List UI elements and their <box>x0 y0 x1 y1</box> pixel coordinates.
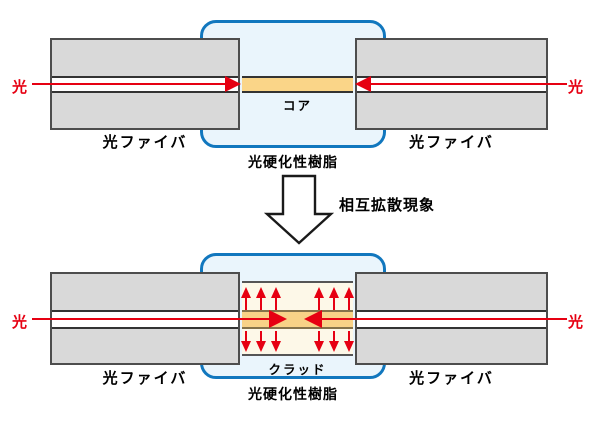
light-ray-right-before <box>371 83 567 85</box>
diffusion-arrow-up-shaft <box>333 296 335 310</box>
light-arrowhead-leftward-icon <box>304 310 322 328</box>
light-label-left-after: 光 <box>12 313 28 331</box>
diffusion-arrow-up-icon <box>329 287 339 298</box>
diffusion-arrow-down-shaft <box>245 331 247 343</box>
diffusion-arrow-up-shaft <box>348 296 350 310</box>
fiber-right-label-after: 光ファイバ <box>409 369 494 387</box>
diffusion-arrow-up-icon <box>314 287 324 298</box>
diffusion-arrow-down-icon <box>271 341 281 352</box>
diffusion-arrow-up-icon <box>241 287 251 298</box>
core-band-before <box>242 76 353 93</box>
light-arrowhead-rightward-icon <box>225 76 241 92</box>
diffusion-arrow-down-shaft <box>275 331 277 343</box>
resin-label-before: 光硬化性樹脂 <box>248 155 338 171</box>
clad-label: クラッド <box>268 362 327 377</box>
light-label-left-before: 光 <box>12 78 28 96</box>
fiber-right-label-before: 光ファイバ <box>409 133 494 151</box>
diffusion-arrow-up-icon <box>256 287 266 298</box>
light-ray-left-before <box>32 83 226 85</box>
diffusion-arrow-down-shaft <box>318 331 320 343</box>
diffusion-arrow-down-icon <box>314 341 324 352</box>
light-label-right-before: 光 <box>568 78 584 96</box>
down-arrow-icon <box>263 174 335 245</box>
core-label: コア <box>282 98 312 113</box>
diffusion-arrow-up-icon <box>271 287 281 298</box>
resin-label-after: 光硬化性樹脂 <box>248 387 338 403</box>
diffusion-arrow-down-icon <box>241 341 251 352</box>
diffusion-arrow-up-shaft <box>318 296 320 310</box>
diffusion-arrow-up-shaft <box>260 296 262 310</box>
transition-label: 相互拡散現象 <box>339 196 436 214</box>
diffusion-arrow-down-icon <box>256 341 266 352</box>
diffusion-arrow-down-icon <box>329 341 339 352</box>
diffusion-arrow-down-shaft <box>333 331 335 343</box>
fiber-left-label-after: 光ファイバ <box>102 369 188 387</box>
light-ray-left-after <box>32 318 270 320</box>
light-label-right-after: 光 <box>568 313 584 331</box>
diffusion-arrow-up-shaft <box>245 296 247 310</box>
light-arrowhead-rightward-icon <box>269 310 287 328</box>
diffusion-arrow-up-shaft <box>275 296 277 310</box>
fiber-left-label-before: 光ファイバ <box>102 133 188 151</box>
diffusion-arrow-up-icon <box>344 287 354 298</box>
diffusion-arrow-down-shaft <box>348 331 350 343</box>
diffusion-arrow-down-shaft <box>260 331 262 343</box>
light-arrowhead-leftward-icon <box>355 76 371 92</box>
light-ray-right-after <box>322 318 567 320</box>
diffusion-arrow-down-icon <box>344 341 354 352</box>
